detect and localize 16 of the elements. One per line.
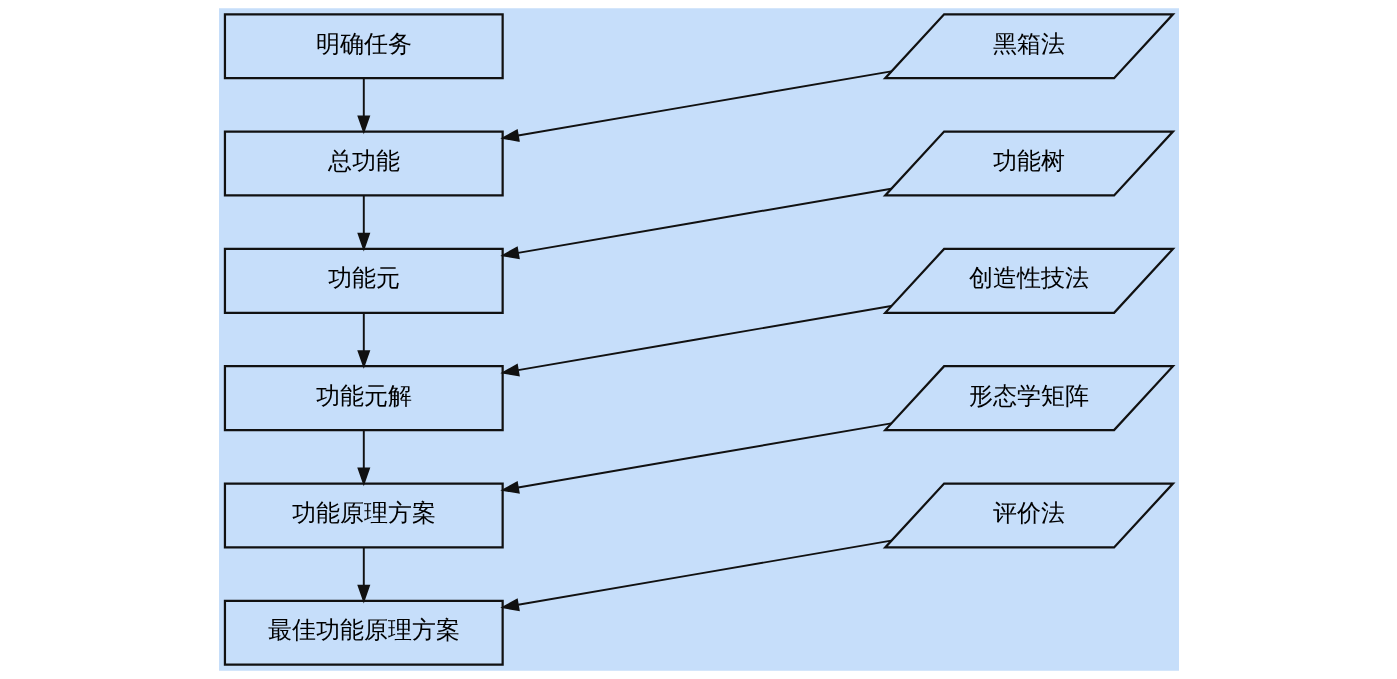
node-box: 功能原理方案 (223, 482, 504, 549)
arrow (499, 422, 892, 494)
arrow (499, 70, 892, 142)
arrow (356, 77, 370, 135)
arrow (356, 546, 370, 604)
arrow (356, 429, 370, 487)
node-box: 功能元 (223, 247, 504, 314)
arrow (356, 312, 370, 369)
node-box: 明确任务 (223, 13, 504, 80)
node-box: 功能元解 (223, 365, 504, 432)
arrow (499, 305, 892, 377)
arrow (499, 187, 892, 260)
node-box: 最佳功能原理方案 (223, 599, 504, 666)
node-box: 总功能 (223, 130, 504, 197)
arrow (356, 194, 370, 252)
arrow (499, 539, 892, 612)
